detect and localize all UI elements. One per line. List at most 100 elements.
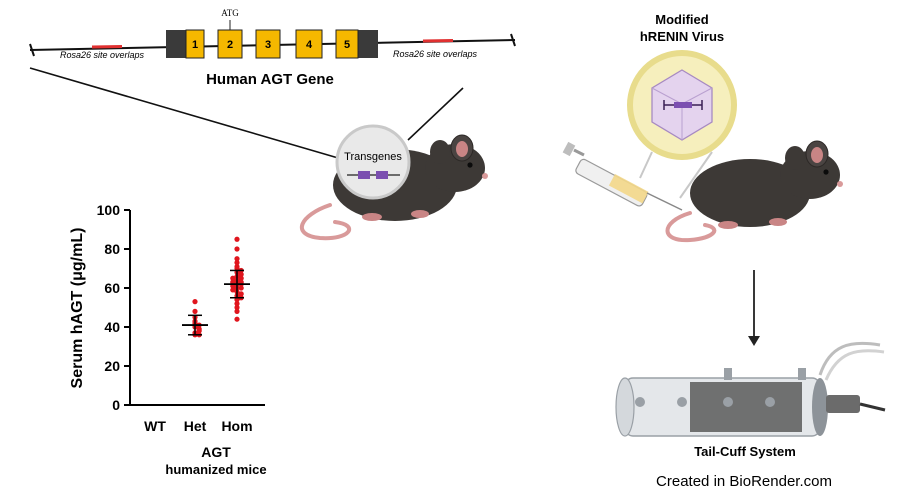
- biorender-credit: Created in BioRender.com: [656, 473, 832, 490]
- cuff-sensor: [826, 395, 860, 413]
- virus-callout-line-1: [639, 151, 653, 179]
- exon-1: [185, 29, 205, 59]
- data-point-hom: [234, 304, 240, 311]
- data-point-hom: [234, 308, 240, 314]
- mouse-tail: [299, 203, 351, 241]
- data-point-het: [192, 308, 198, 314]
- cylinder-end-right: [812, 378, 828, 436]
- transgene-block-2: [376, 171, 388, 179]
- data-point-hom: [234, 256, 240, 262]
- syringe: [562, 141, 683, 211]
- rosa26-site-right-mark: [422, 39, 454, 43]
- atg-label: ATG: [221, 8, 239, 18]
- vent-hole-4: [765, 397, 775, 407]
- data-point-het: [192, 299, 198, 305]
- tube-2: [824, 349, 885, 381]
- data-points-group: [192, 236, 244, 338]
- data-point-hom: [238, 291, 244, 297]
- transgene-circle: [335, 124, 411, 200]
- mouse-ear-back: [430, 140, 450, 164]
- syringe-plunger-rod: [573, 148, 585, 157]
- exon-4-label: 4: [306, 39, 313, 51]
- virus-inset: [627, 50, 737, 160]
- gene-end-cap-right: [510, 33, 516, 47]
- data-point-hom: [234, 236, 240, 242]
- data-point-hom: [234, 260, 240, 266]
- mouse-hind-foot: [362, 213, 382, 221]
- exon-5: [335, 29, 359, 59]
- data-point-hom: [238, 271, 244, 277]
- vent-hole-1: [635, 397, 645, 407]
- rosa26-site-left-label: Rosa26 site overlaps: [60, 50, 145, 60]
- mouse-2-ear-back: [785, 146, 805, 170]
- transgene-block-1: [358, 171, 370, 179]
- data-point-hom: [238, 285, 244, 291]
- data-point-hom: [230, 275, 236, 281]
- rosa26-site-right-label: Rosa26 site overlaps: [393, 49, 478, 59]
- virus-callout-line-2: [679, 151, 713, 199]
- mouse-eye: [467, 162, 473, 168]
- tail-cuff-label: Tail-Cuff System: [694, 444, 796, 459]
- tail-cuff-device: [615, 341, 886, 437]
- flow-arrow-head: [748, 336, 760, 346]
- tube-1: [818, 341, 881, 376]
- rosa26-site-left-mark: [91, 45, 123, 49]
- syringe-plunger-head: [562, 141, 576, 157]
- data-point-hom: [234, 316, 240, 322]
- y-tick-label: 100: [97, 202, 121, 218]
- utr-block-left: [166, 30, 186, 58]
- transgene-label: Transgenes: [344, 151, 402, 163]
- vent-hole-3: [723, 397, 733, 407]
- mouse-2-eye: [823, 169, 829, 175]
- zoom-line-right: [407, 87, 464, 141]
- virus-payload-block: [674, 102, 692, 108]
- x-category-group: WT Het Hom: [144, 418, 252, 434]
- mouse-2-hind-foot: [718, 221, 738, 229]
- x-category-label: WT: [144, 418, 166, 434]
- y-tick-label: 80: [104, 241, 120, 257]
- error-bar-group: [182, 269, 250, 336]
- exon-2-label: 2: [227, 39, 233, 51]
- y-tick-group: 0 20 40 60 80 100: [97, 202, 130, 413]
- x-category-label: Het: [184, 418, 207, 434]
- data-point-het: [196, 328, 202, 334]
- data-point-hom: [230, 287, 236, 293]
- serum-hagt-chart: 0 20 40 60 80 100 WT Het Hom Serum hAGT (μg/mL)…: [69, 202, 267, 477]
- sensor-lead: [859, 402, 886, 412]
- y-tick-label: 0: [112, 397, 120, 413]
- y-tick-label: 20: [104, 358, 120, 374]
- virus-title-line2: hRENIN Virus: [640, 29, 724, 44]
- exon-3-label: 3: [265, 39, 271, 51]
- mouse-front-foot: [411, 210, 429, 218]
- mouse-nose: [482, 173, 488, 179]
- mouse-2-nose: [837, 181, 843, 187]
- y-tick-label: 60: [104, 280, 120, 296]
- utr-block-right: [358, 30, 378, 58]
- restrainer: [690, 382, 802, 432]
- zoom-line-left: [29, 67, 346, 161]
- exon-3: [255, 29, 281, 59]
- syringe-needle: [646, 192, 683, 211]
- syringe-fluid: [608, 174, 649, 204]
- exon-5-label: 5: [344, 39, 350, 51]
- data-point-hom: [238, 275, 244, 281]
- virus-title-line1: Modified: [655, 12, 708, 27]
- x-axis-label-line1: AGT: [201, 444, 231, 460]
- gene-diagram: Rosa26 site overlaps Rosa26 site overlap…: [29, 8, 516, 88]
- x-axis-label-line2: humanized mice: [165, 462, 266, 477]
- exon-1-label: 1: [192, 39, 198, 51]
- data-point-hom: [234, 301, 240, 307]
- cylinder-end-left: [615, 377, 635, 437]
- x-category-label: Hom: [221, 418, 252, 434]
- mouse-2-tail: [665, 211, 717, 243]
- y-tick-label: 40: [104, 319, 120, 335]
- mouse-2-body: [690, 159, 810, 227]
- data-point-hom: [234, 246, 240, 252]
- y-axis-label: Serum hAGT (μg/mL): [69, 228, 86, 389]
- vent-hole-2: [677, 397, 687, 407]
- mouse-2-ear-inner: [811, 147, 823, 163]
- cylinder-knob-2: [798, 368, 806, 380]
- gene-title: Human AGT Gene: [206, 71, 334, 88]
- cylinder-knob-1: [724, 368, 732, 380]
